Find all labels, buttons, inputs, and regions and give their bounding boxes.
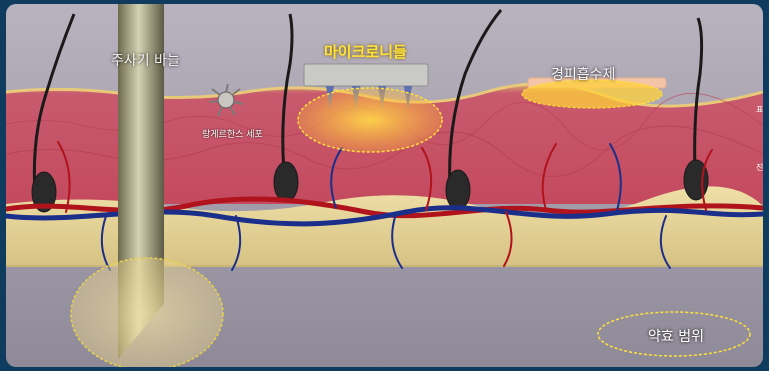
needle-range-ellipse [71,258,223,367]
patch-range-ellipse [522,80,662,108]
patch-label: 경피흡수제 [551,64,615,84]
microneedle-range-ellipse [298,88,442,152]
diagram-stage: 주사기 바늘 마이크로니들 경피흡수제 랑게르한스 세포 표피 진피 약효 범위 [6,4,763,367]
dermis-label: 진피 [756,162,763,173]
microneedle-label: 마이크로니들 [324,41,407,62]
needle-label: 주사기 바늘 [111,50,180,70]
langerhans-label: 랑게르한스 세포 [202,127,263,140]
epidermis-label: 표피 [756,104,763,115]
range-legend-label: 약효 범위 [648,326,704,346]
